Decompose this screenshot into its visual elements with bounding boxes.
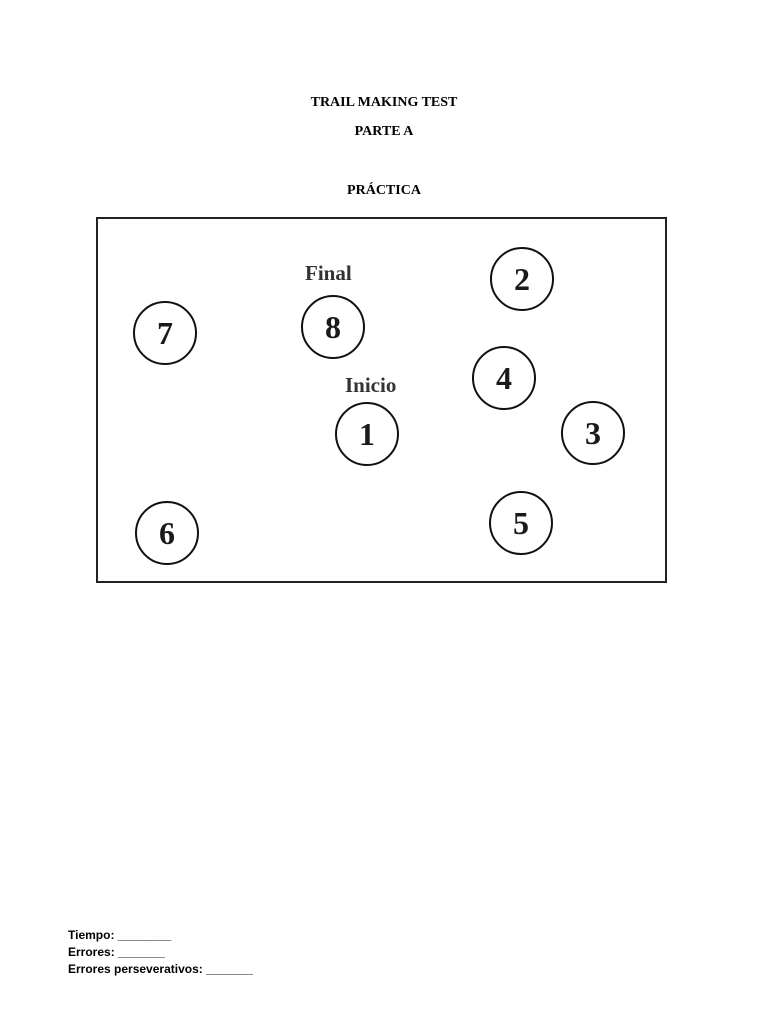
trail-node-4[interactable]: 4 (472, 346, 536, 410)
errors-field: Errores: _______ (68, 945, 165, 959)
document-title: TRAIL MAKING TEST (310, 95, 458, 110)
perseverative-errors-field: Errores perseverativos: _______ (68, 962, 253, 976)
start-label: Inicio (345, 373, 397, 397)
end-label: Final (305, 261, 352, 285)
trail-test-area: Final Inicio 1 2 3 4 5 6 7 8 (96, 217, 667, 583)
trail-node-7[interactable]: 7 (133, 301, 197, 365)
trail-node-8[interactable]: 8 (301, 295, 365, 359)
trail-node-1[interactable]: 1 (335, 402, 399, 466)
document-subtitle: PARTE A (354, 124, 414, 139)
scoring-section: Tiempo: ________ Errores: _______ Errore… (68, 927, 253, 978)
time-field: Tiempo: ________ (68, 928, 172, 942)
trail-node-2[interactable]: 2 (490, 247, 554, 311)
section-heading: PRÁCTICA (347, 183, 421, 198)
trail-node-3[interactable]: 3 (561, 401, 625, 465)
trail-node-5[interactable]: 5 (489, 491, 553, 555)
trail-node-6[interactable]: 6 (135, 501, 199, 565)
